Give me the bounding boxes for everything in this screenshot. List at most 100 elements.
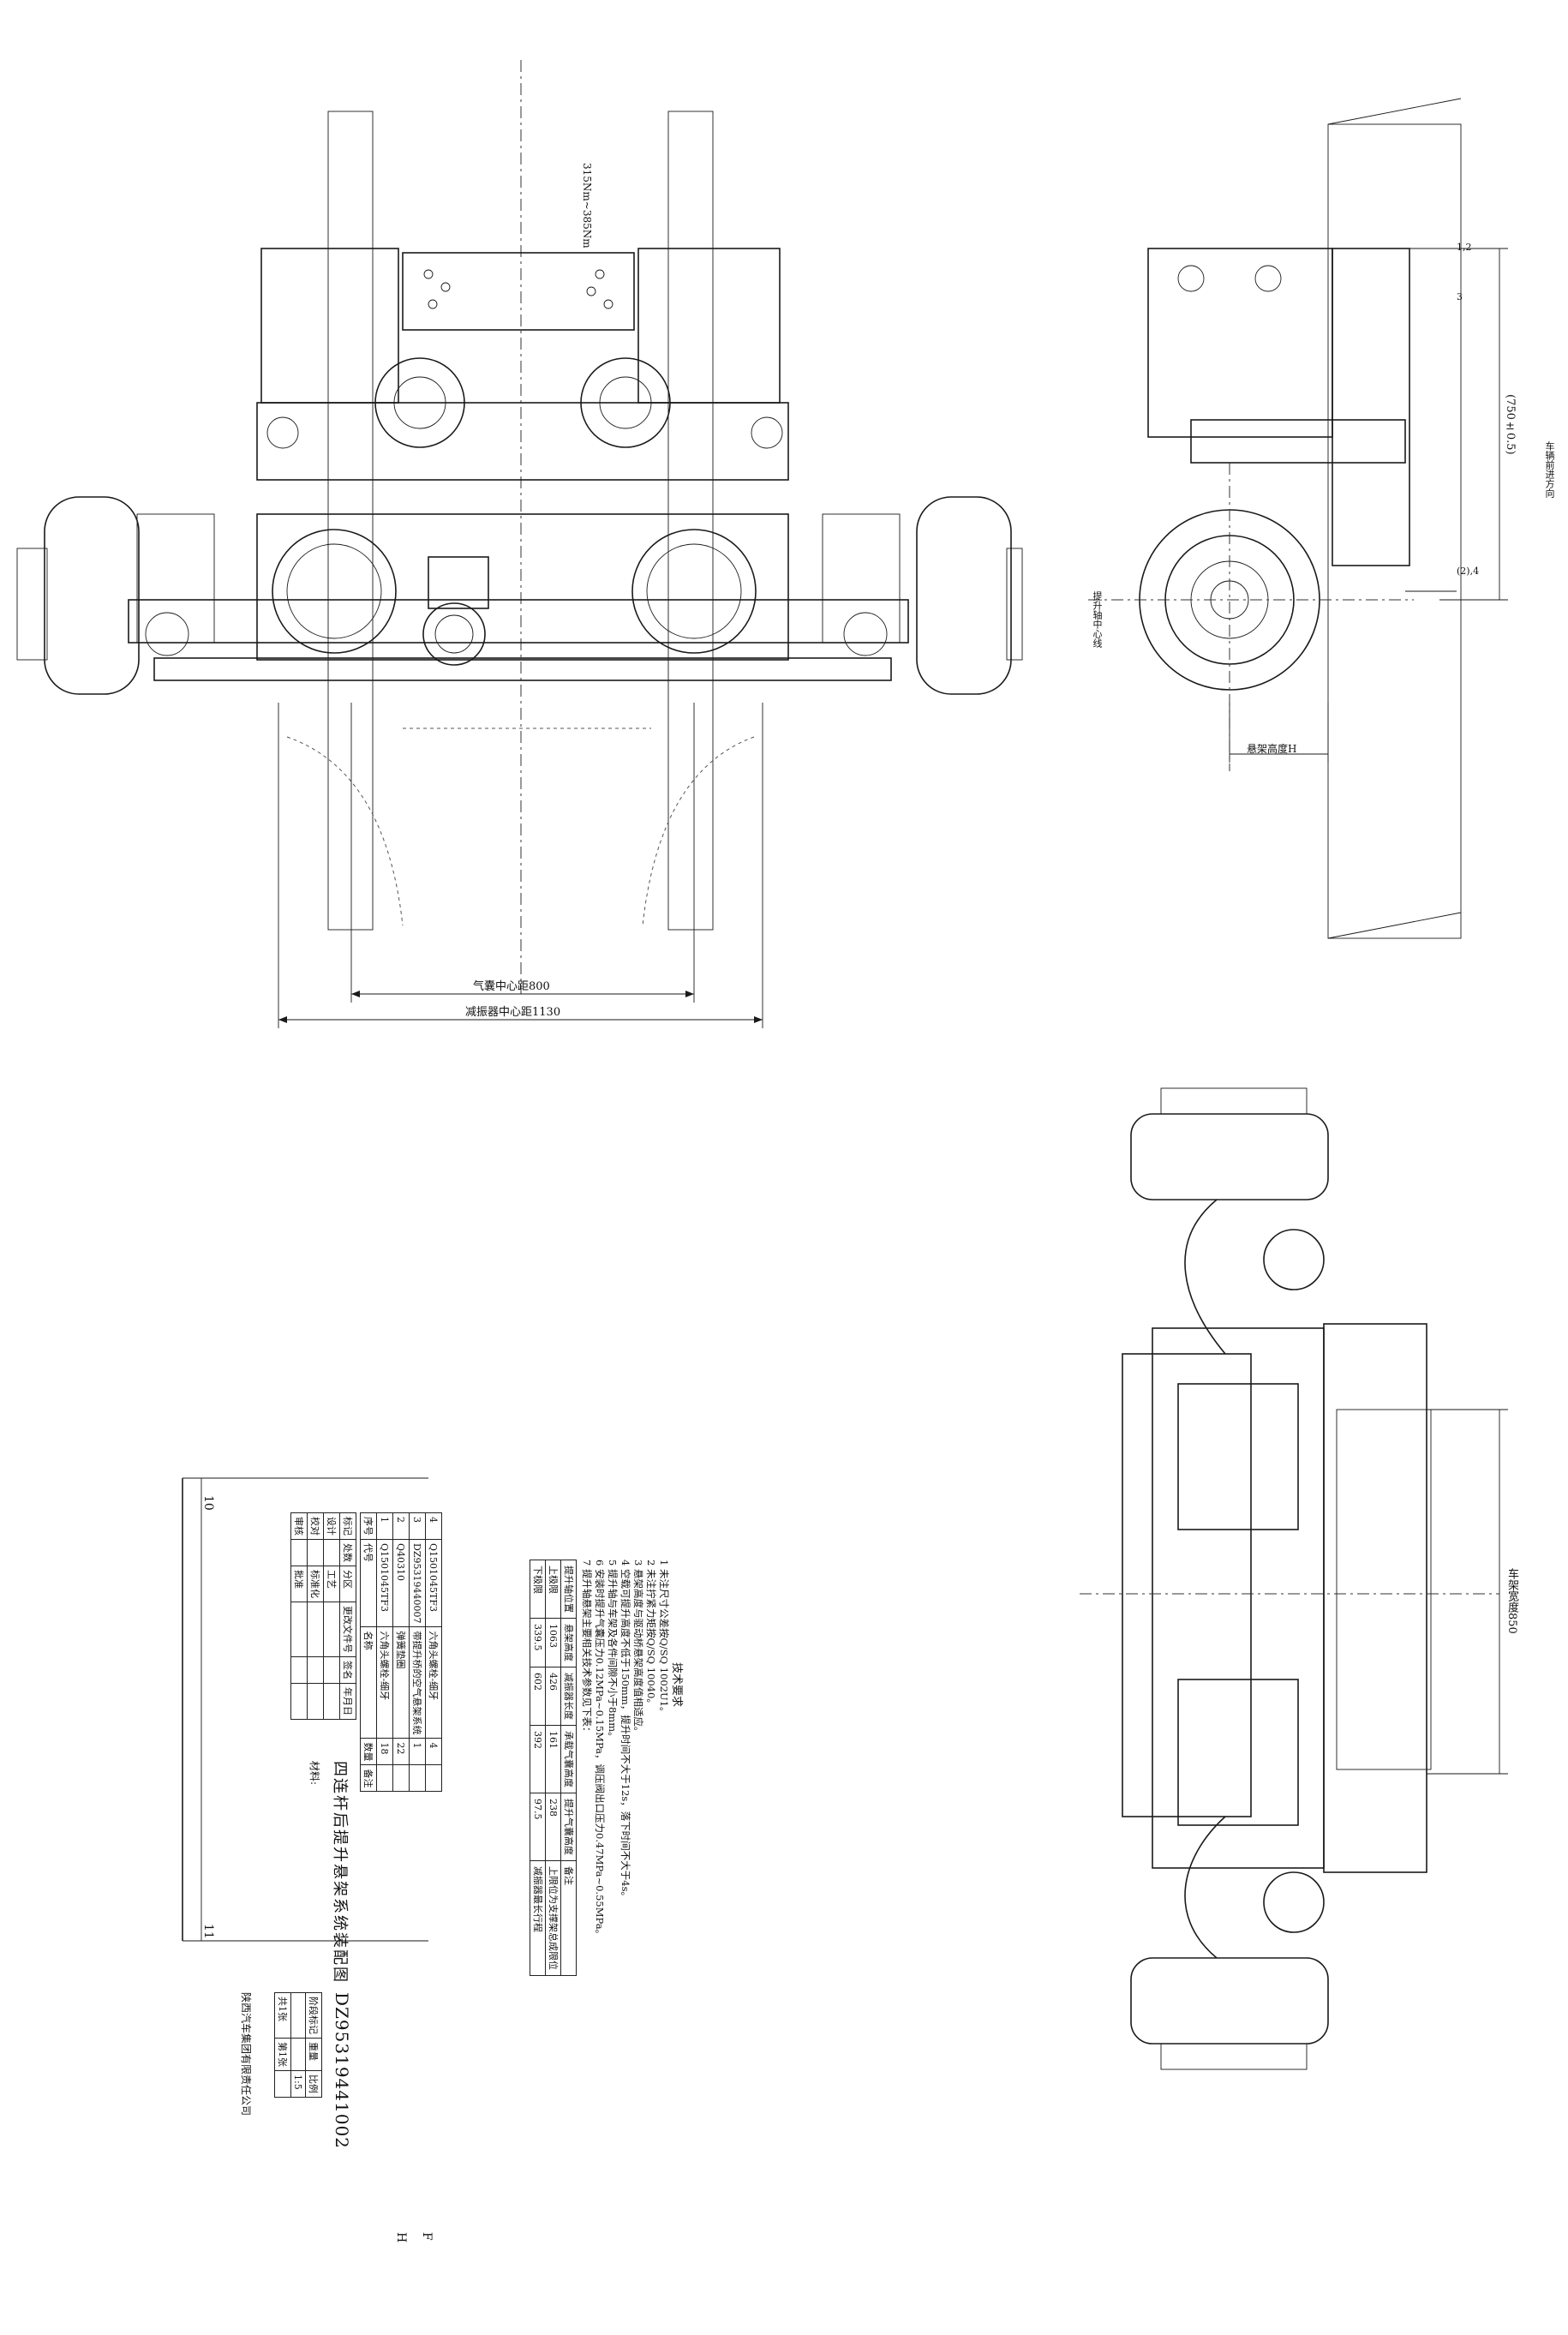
table-cell — [409, 1764, 426, 1792]
sign-cell: 审核 — [290, 1512, 308, 1540]
table-cell: 392 — [530, 1725, 546, 1793]
lift-axle-centerline: 提升轴中心线 — [1092, 591, 1103, 648]
sign-cell: 标准化 — [307, 1566, 324, 1602]
table-header: 分区 — [339, 1566, 356, 1602]
table-cell: 带提升桥的空气悬架系统 — [409, 1626, 426, 1739]
table-cell: 4 — [425, 1738, 442, 1765]
table-cell: 4 — [425, 1512, 442, 1540]
side-view-drawing — [1088, 98, 1462, 939]
table-cell: 339.5 — [530, 1618, 546, 1667]
side-knuckles — [136, 416, 901, 644]
table-cell: DZ95319440007 — [409, 1539, 426, 1627]
table-row: 设计 工艺 — [323, 1512, 340, 1720]
torque-note: 315Nm~385Nm — [581, 163, 593, 248]
table-cell — [425, 1764, 442, 1792]
title-block-frame — [182, 1477, 428, 1942]
table-header: 重量 — [305, 2038, 322, 2071]
sheet-number: 第1张 — [274, 2038, 291, 2071]
bottom-view-drawing — [1080, 1087, 1499, 2070]
sign-cell: 设计 — [323, 1512, 340, 1540]
hanger-brackets — [256, 248, 789, 481]
tech-item: 6 安装时提升气囊压力0.12MPa~0.15MPa，调压阀出口压力0.47MP… — [594, 1560, 606, 1940]
table-row: 共1张 第1张 — [274, 1992, 291, 2098]
top-view-drawing — [16, 60, 1508, 2070]
table-row: 提升轴位置 悬架高度 减振器长度 承载气囊高度 提升气囊高度 备注 — [560, 1560, 577, 1976]
zone-letter-f: F — [420, 2232, 434, 2241]
table-header: 减振器长度 — [560, 1667, 577, 1726]
title-block: 4 Q1501045TF3 六角头螺栓-细牙 4 3 DZ95319440007… — [185, 1478, 442, 2335]
cross-member — [402, 252, 635, 331]
table-cell: Q40310 — [392, 1539, 410, 1627]
tech-item: 7 提升轴悬架主要相关技术参数见下表： — [581, 1560, 593, 1737]
table-header: 数量 — [360, 1738, 377, 1765]
table-cell: 22 — [392, 1738, 410, 1765]
tech-item: 4 空载可提升高度不低于150mm，提升时间不大于12s，落下时间不大于4s。 — [619, 1560, 631, 1901]
table-row: 1 Q1501045TF3 六角头螺栓-细牙 18 — [376, 1512, 393, 1792]
table-row: 序号 代号 名称 数量 备注 — [360, 1512, 377, 1792]
table-header: 阶段标记 — [305, 1992, 322, 2039]
table-cell: 1 — [409, 1738, 426, 1765]
table-cell: 六角头螺栓-细牙 — [376, 1626, 393, 1739]
revision-table: 标记 处数 分区 更改文件号 签名 年月日 设计 工艺 校对 标准化 审核 批准 — [290, 1512, 356, 1720]
table-row: 上极限 1063 426 161 238 上限位为支撑架总成限位 — [545, 1560, 561, 1976]
table-cell: 18 — [376, 1738, 393, 1765]
table-header: 备注 — [560, 1860, 577, 1976]
table-row: 3 DZ95319440007 带提升桥的空气悬架系统 1 — [409, 1512, 426, 1792]
lift-airbags — [374, 357, 671, 448]
table-cell: 上极限 — [545, 1560, 561, 1619]
table-row: 2 Q40310 弹簧垫圈 22 — [392, 1512, 410, 1792]
table-header: 序号 — [360, 1512, 377, 1540]
table-row: 下极限 339.5 602 392 97.5 减振器最长行程 — [530, 1560, 546, 1976]
parts-list: 4 Q1501045TF3 六角头螺栓-细牙 4 3 DZ95319440007… — [360, 1512, 442, 1792]
table-cell: Q1501045TF3 — [376, 1539, 393, 1627]
tech-requirements: 技术要求 1 未注尺寸公差按Q/SQ 1002U1。 2 未注拧紧力矩按Q/SQ… — [530, 1560, 683, 1976]
zone-letter-h: H — [394, 2232, 408, 2243]
frame-rails — [286, 60, 755, 994]
table-header: 提升气囊高度 — [560, 1793, 577, 1861]
table-header: 代号 — [360, 1539, 377, 1627]
frame-width: 车架宽度850 — [1505, 1568, 1518, 1634]
material-label: 材料: — [308, 1761, 320, 1786]
table-cell: 1 — [376, 1512, 393, 1540]
table-cell: 161 — [545, 1725, 561, 1793]
table-cell: 97.5 — [530, 1793, 546, 1861]
drawing-name: 四连杆后提升悬架系统装配图 — [331, 1761, 349, 1984]
table-header: 名称 — [360, 1626, 377, 1739]
table-row: 标记 处数 分区 更改文件号 签名 年月日 — [339, 1512, 356, 1720]
table-cell: 3 — [409, 1512, 426, 1540]
bottom-dimensions — [1427, 1409, 1508, 1775]
brake-chamber — [422, 556, 489, 666]
table-cell: 上限位为支撑架总成限位 — [545, 1860, 561, 1976]
suspension-height: 悬架高度H — [1247, 743, 1297, 755]
zone-number-10: 10 — [201, 1495, 215, 1511]
shock-center-distance: 减振器中心距1130 — [465, 1006, 561, 1019]
company-name: 陕西汽车集团有限责任公司 — [240, 1992, 252, 2116]
table-cell: Q1501045TF3 — [425, 1539, 442, 1627]
sign-cell: 校对 — [307, 1512, 324, 1540]
side-label-3: 3 — [1457, 291, 1463, 302]
table-header: 比例 — [305, 2070, 322, 2098]
side-label-1-2: 1,2 — [1457, 242, 1472, 253]
tech-title: 技术要求 — [670, 1662, 683, 1708]
table-cell: 减振器最长行程 — [530, 1860, 546, 1976]
sheet-count: 共1张 — [274, 1992, 291, 2039]
table-header: 年月日 — [339, 1683, 356, 1720]
table-header: 处数 — [339, 1539, 356, 1566]
wheel-drums — [16, 496, 1023, 695]
table-header: 备注 — [360, 1764, 377, 1792]
table-header: 签名 — [339, 1656, 356, 1684]
tech-item: 2 未注拧紧力矩按Q/SQ 10040。 — [645, 1560, 657, 1709]
tech-item: 5 提升轴与车架及各件间隙不小于8mm。 — [607, 1560, 619, 1742]
table-cell: 238 — [545, 1793, 561, 1861]
table-cell: 下极限 — [530, 1560, 546, 1619]
table-cell: 1063 — [545, 1618, 561, 1667]
scale-table: 阶段标记 重量 比例 1:5 共1张 第1张 — [274, 1992, 322, 2098]
table-header: 承载气囊高度 — [560, 1725, 577, 1793]
table-cell — [392, 1764, 410, 1792]
table-header: 标记 — [339, 1512, 356, 1540]
table-row: 阶段标记 重量 比例 — [305, 1992, 322, 2098]
table-cell: 426 — [545, 1667, 561, 1726]
scale-value: 1:5 — [290, 2070, 306, 2098]
drawing-number: DZ95319441002 — [332, 1992, 352, 2149]
table-cell: 2 — [392, 1512, 410, 1540]
